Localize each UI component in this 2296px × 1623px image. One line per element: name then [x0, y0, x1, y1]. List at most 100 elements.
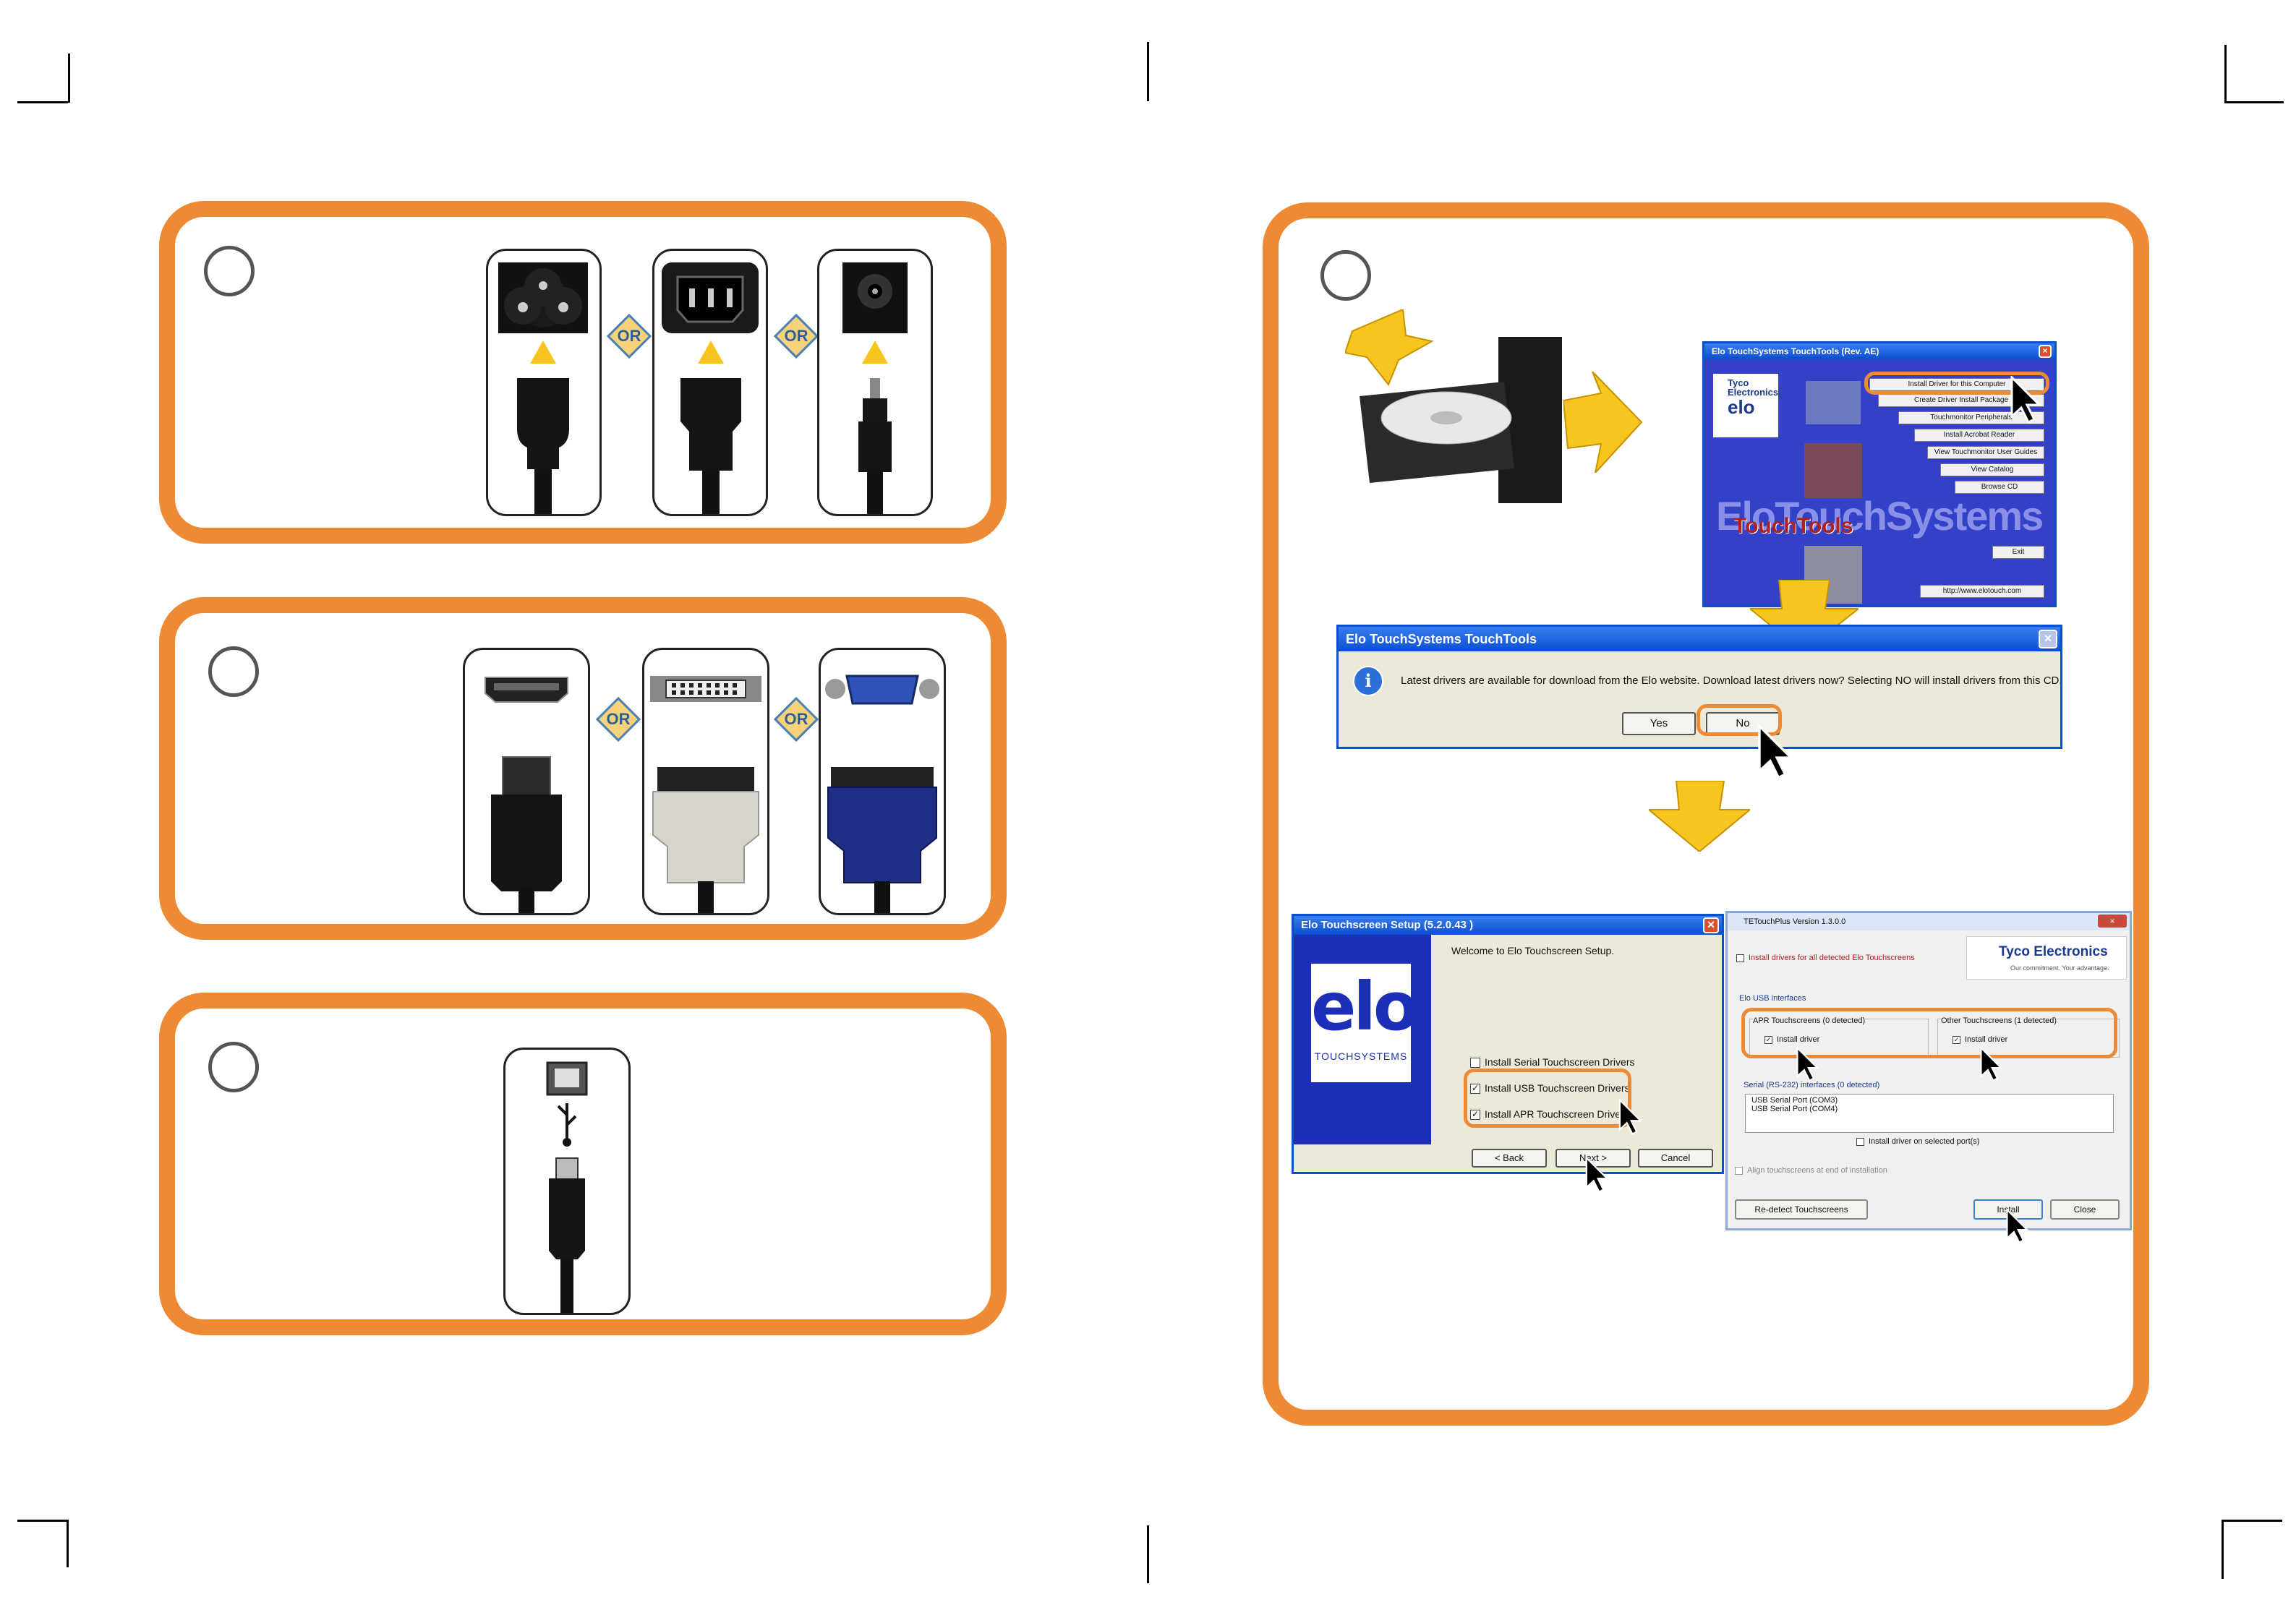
highlight-install-driver — [1864, 372, 2049, 395]
dvi-illustration — [650, 676, 761, 913]
cursor-icon — [1980, 1047, 2003, 1082]
crop-mark-tl-v — [68, 53, 70, 103]
close-icon[interactable]: × — [1703, 917, 1719, 933]
option-label: Install driver — [1777, 1035, 1820, 1044]
crop-mark-tc-v — [1147, 42, 1149, 101]
option-usb[interactable]: ✓ Install USB Touchscreen Drivers — [1470, 1082, 1630, 1095]
tyco-tagline: Our commitment. Your advantage. — [2010, 964, 2109, 972]
option-label: Align touchscreens at end of installatio… — [1747, 1166, 1887, 1175]
menu-peripherals[interactable]: Touchmonitor Peripherals — [1898, 411, 2044, 424]
close-button[interactable]: Close — [2050, 1199, 2120, 1220]
cursor-icon — [1585, 1157, 1610, 1193]
close-icon[interactable]: × — [2039, 630, 2057, 648]
port-item[interactable]: USB Serial Port (COM4) — [1751, 1105, 1838, 1113]
crop-mark-br-h — [2222, 1520, 2282, 1522]
highlight-no-button — [1697, 704, 1782, 736]
install-selected-option[interactable]: Install driver on selected port(s) — [1856, 1137, 1979, 1146]
usb-group-label: Elo USB interfaces — [1739, 994, 1806, 1003]
yes-button[interactable]: Yes — [1622, 712, 1696, 735]
port-item[interactable]: USB Serial Port (COM3) — [1751, 1096, 1838, 1105]
hdmi-illustration — [485, 677, 568, 913]
redetect-button[interactable]: Re-detect Touchscreens — [1735, 1199, 1868, 1220]
install-all-option[interactable]: Install drivers for all detected Elo Tou… — [1736, 954, 1915, 962]
touchtools-subtitle: TouchTools — [1733, 514, 1853, 538]
power-connector-card-1 — [486, 249, 602, 516]
or-badge: OR — [595, 696, 641, 742]
dialog-title: Elo TouchSystems TouchTools — [1346, 632, 1537, 646]
arrow-down-icon — [1649, 781, 1750, 852]
elo-logo: elo — [1728, 396, 1755, 418]
arrow-right-icon — [1563, 372, 1643, 473]
welcome-text: Welcome to Elo Touchscreen Setup. — [1451, 945, 1615, 956]
setup-title: Elo Touchscreen Setup (5.2.0.43 ) — [1301, 919, 1474, 931]
other-label: Other Touchscreens (1 detected) — [1941, 1016, 2057, 1025]
menu-browse-cd[interactable]: Browse CD — [1955, 481, 2044, 494]
cursor-icon — [2006, 1209, 2029, 1243]
dialog-message: Latest drivers are available for downloa… — [1401, 675, 2062, 687]
or-badge: OR — [773, 696, 819, 742]
checkbox[interactable]: ✓ — [1470, 1083, 1480, 1095]
video-panel: OR OR — [159, 597, 1007, 940]
step-circle — [204, 246, 255, 296]
back-button[interactable]: < Back — [1472, 1149, 1547, 1168]
website-button[interactable]: http://www.elotouch.com — [1920, 585, 2044, 598]
cursor-icon — [1796, 1047, 1819, 1082]
option-label: Install driver — [1965, 1035, 2008, 1044]
close-icon[interactable]: × — [2098, 915, 2127, 928]
option-label: Install drivers for all detected Elo Tou… — [1749, 954, 1915, 962]
usb-b-card — [503, 1048, 631, 1315]
option-label: Install driver on selected port(s) — [1869, 1137, 1980, 1146]
apr-install-option[interactable]: ✓Install driver — [1764, 1035, 1820, 1044]
c13-socket-illustration — [662, 262, 759, 514]
dc-barrel-illustration — [842, 262, 908, 514]
option-apr[interactable]: ✓ Install APR Touchscreen Driver — [1470, 1108, 1624, 1121]
menu-acrobat[interactable]: Install Acrobat Reader — [1914, 429, 2044, 442]
menu-catalog[interactable]: View Catalog — [1940, 463, 2044, 476]
tyco-brand-box: Tyco Electronics Our commitment. Your ad… — [1966, 936, 2127, 980]
other-box: Other Touchscreens (1 detected) ✓Install… — [1937, 1016, 2120, 1058]
tyco-logo: Tyco Electronics elo — [1713, 374, 1778, 437]
cd-drive-illustration — [1345, 309, 1562, 503]
checkbox[interactable]: ✓ — [1470, 1109, 1480, 1121]
crop-mark-bl-v — [67, 1520, 69, 1567]
photo-monitor — [1806, 381, 1861, 424]
crop-mark-bl-h — [17, 1520, 68, 1522]
apr-label: APR Touchscreens (0 detected) — [1753, 1016, 1866, 1025]
align-option[interactable]: Align touchscreens at end of installatio… — [1735, 1166, 1887, 1175]
elo-logo-box: elo TOUCHSYSTEMS — [1311, 964, 1419, 1082]
other-install-option[interactable]: ✓Install driver — [1953, 1035, 2008, 1044]
cursor-icon — [2010, 376, 2042, 424]
highlight-driver-options — [1464, 1069, 1631, 1128]
hdmi-card — [463, 648, 590, 915]
exit-button[interactable]: Exit — [1992, 546, 2044, 559]
usb-panel — [159, 993, 1007, 1335]
menu-user-guides[interactable]: View Touchmonitor User Guides — [1927, 446, 2044, 459]
usb-b-illustration — [546, 1061, 588, 1313]
touchtools-title: Elo TouchSystems TouchTools (Rev. AE) — [1712, 346, 1879, 356]
option-serial[interactable]: Install Serial Touchscreen Drivers — [1470, 1056, 1635, 1069]
checkbox[interactable] — [1470, 1058, 1480, 1069]
step-circle — [1320, 250, 1371, 301]
highlight-install-driver-options — [1741, 1008, 2117, 1058]
no-button[interactable]: No — [1706, 712, 1780, 735]
option-label: Install USB Touchscreen Drivers — [1485, 1082, 1630, 1094]
cursor-icon — [1618, 1099, 1643, 1135]
download-dialog: Elo TouchSystems TouchTools × i Latest d… — [1336, 625, 2062, 749]
setup-window: Elo Touchscreen Setup (5.2.0.43 ) × elo … — [1292, 914, 1724, 1174]
serial-port-list[interactable]: USB Serial Port (COM3) USB Serial Port (… — [1745, 1094, 2114, 1133]
cancel-button[interactable]: Cancel — [1638, 1149, 1713, 1168]
crop-mark-br-v — [2222, 1520, 2224, 1579]
crop-mark-tr-v — [2224, 45, 2227, 103]
arrow-icon — [1345, 309, 1434, 386]
tetouch-window: TETouchPlus Version 1.3.0.0 × Install dr… — [1725, 911, 2132, 1230]
power-connector-card-2 — [652, 249, 768, 516]
power-panel: OR OR — [159, 201, 1007, 544]
c5-socket-illustration — [498, 262, 588, 514]
close-icon[interactable]: × — [2039, 345, 2052, 358]
crop-mark-tr-h — [2224, 101, 2284, 103]
or-badge: OR — [606, 313, 652, 359]
option-label: Install APR Touchscreen Driver — [1485, 1108, 1624, 1120]
brand-line-1: Tyco — [1728, 377, 1749, 388]
apr-box: APR Touchscreens (0 detected) ✓Install d… — [1749, 1016, 1929, 1058]
photo-people — [1804, 443, 1862, 498]
